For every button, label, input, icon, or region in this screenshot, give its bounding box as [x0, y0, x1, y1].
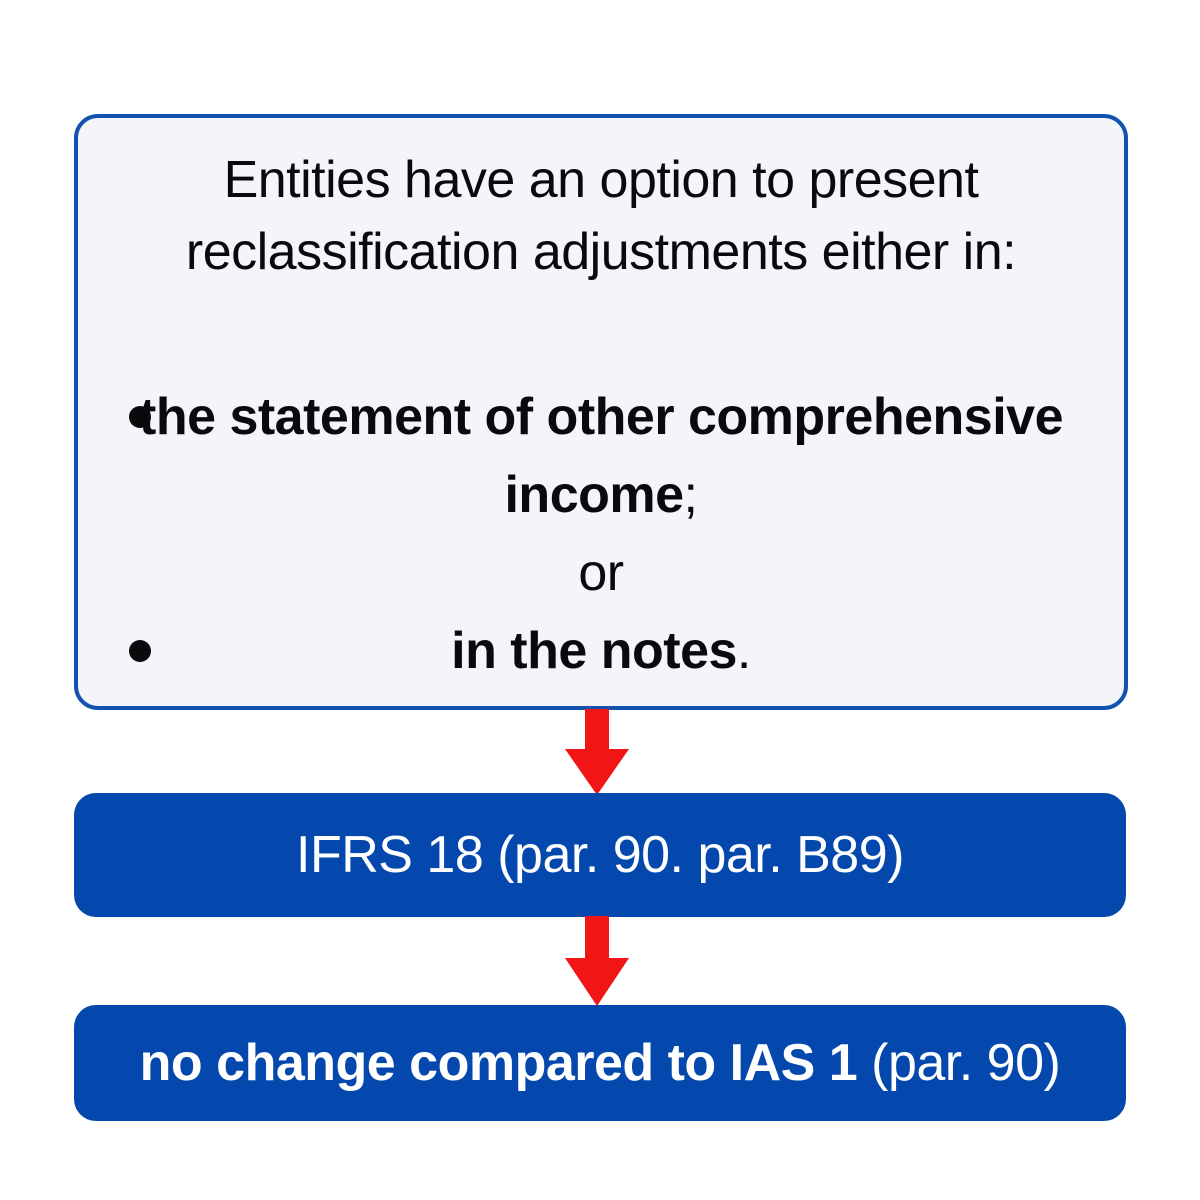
reference-box-comparison: no change compared to IAS 1 (par. 90) [74, 1005, 1126, 1121]
reference-box-label: no change compared to IAS 1 (par. 90) [120, 1033, 1081, 1093]
option-item-label: the statement of other comprehensive inc… [78, 378, 1124, 534]
statement-card: Entities have an option to present recla… [74, 114, 1128, 710]
reference-box-label: IFRS 18 (par. 90. par. B89) [276, 825, 924, 885]
option-item-statement-oci: the statement of other comprehensive inc… [78, 378, 1124, 534]
option-item-emphasis: the statement of other comprehensive inc… [139, 388, 1064, 524]
option-item-tail: ; [683, 466, 698, 524]
option-item-label: in the notes. [78, 612, 1124, 690]
bullet-point-icon [129, 640, 151, 662]
option-item-notes: in the notes. [78, 612, 1124, 690]
reference-box-ifrs18: IFRS 18 (par. 90. par. B89) [74, 793, 1126, 917]
option-item-tail: . [736, 622, 751, 680]
reference-box-emphasis: no change compared to IAS 1 [139, 1034, 858, 1092]
reference-box-text: IFRS 18 (par. 90. par. B89) [296, 826, 904, 884]
statement-intro-text: Entities have an option to present recla… [185, 151, 1017, 281]
option-list: the statement of other comprehensive inc… [78, 378, 1124, 690]
option-item-emphasis: in the notes [451, 622, 737, 680]
arrow-down-icon [541, 916, 653, 1006]
reference-box-text: (par. 90) [857, 1034, 1061, 1092]
option-conjunction-label: or [578, 544, 624, 602]
arrow-down-icon [541, 709, 653, 795]
bullet-point-icon [129, 406, 151, 428]
